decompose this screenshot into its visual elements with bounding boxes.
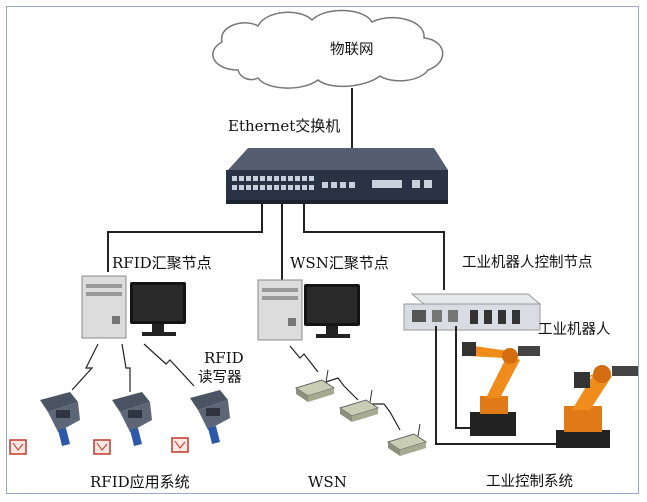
- robot-label: 工业机器人: [538, 322, 611, 338]
- wsn-label: WSN: [308, 473, 347, 491]
- rfid-reader-icon: [40, 392, 80, 446]
- robot-controller-icon: [403, 293, 542, 331]
- ethernet-switch-icon: [226, 148, 448, 204]
- switch-down-links: [107, 204, 445, 290]
- wsn-sensor-node-icon: [338, 389, 380, 422]
- iot-cloud-icon: [212, 9, 444, 89]
- industrial-system-label: 工业控制系统: [486, 474, 573, 490]
- rfid-wireless-links: [71, 343, 195, 392]
- robot-node-label: 工业机器人控制节点: [462, 255, 593, 271]
- reader-label-line1: RFID: [204, 349, 244, 367]
- rfid-tag-icon: [9, 437, 189, 455]
- switch-label: Ethernet交换机: [228, 117, 341, 135]
- rfid-reader-icon: [112, 392, 152, 446]
- iot-cloud-label: 物联网: [330, 42, 374, 58]
- rfid-node-computer-icon: [81, 275, 186, 339]
- wsn-node-computer-icon: [257, 279, 360, 341]
- industrial-robot-icon: [556, 365, 638, 448]
- wsn-sensor-node-icon: [386, 423, 428, 456]
- diagram-frame: [6, 6, 639, 494]
- rfid-system-label: RFID应用系统: [90, 473, 190, 491]
- wsn-node-label: WSN汇聚节点: [290, 254, 389, 272]
- rfid-node-label: RFID汇聚节点: [112, 254, 212, 272]
- wsn-wireless-links: [289, 345, 401, 431]
- reader-label-line2: 读写器: [198, 370, 242, 386]
- rfid-reader-icon: [190, 390, 230, 444]
- wsn-sensor-node-icon: [294, 369, 336, 402]
- industrial-robot-icon: [462, 342, 540, 436]
